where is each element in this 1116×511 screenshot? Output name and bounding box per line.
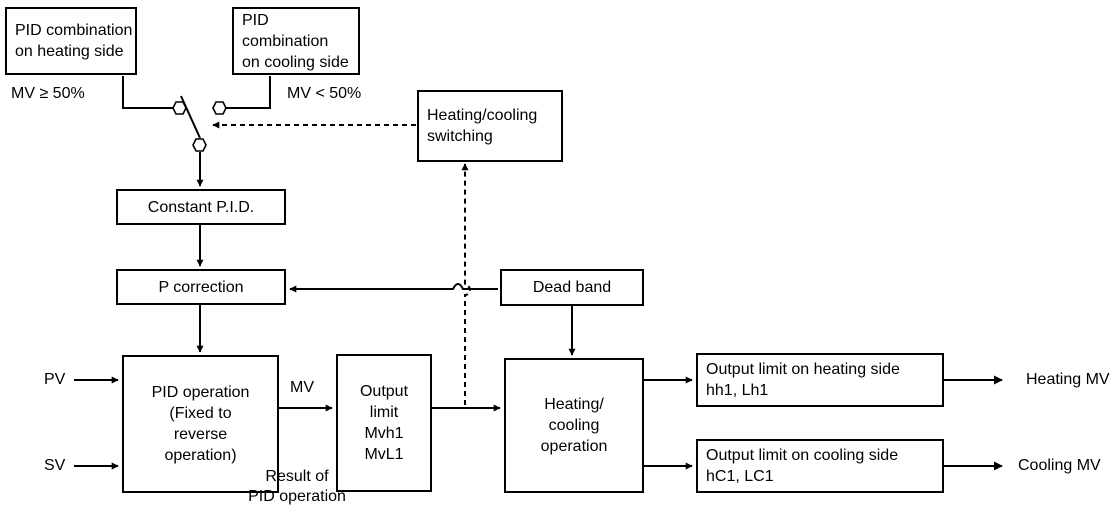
heating-mv-label: Heating MV xyxy=(1026,371,1110,388)
dead-band-block: Dead band xyxy=(500,269,644,306)
pv-label: PV xyxy=(44,371,66,388)
cooling-contact xyxy=(212,101,227,115)
cooling-combination-wire xyxy=(220,76,271,109)
common-contact xyxy=(192,138,207,152)
mv-low-label: MV < 50% xyxy=(287,85,362,102)
mv-to-switching-dashed xyxy=(461,163,471,405)
heating-combination-wire xyxy=(122,76,178,109)
sv-label: SV xyxy=(44,457,66,474)
deadband-to-pcorrection-arrow xyxy=(289,283,498,293)
cooling-mv-label: Cooling MV xyxy=(1018,457,1101,474)
heating-contact xyxy=(172,101,187,115)
p-correction-block: P correction xyxy=(116,269,286,305)
constant-pid-block: Constant P.I.D. xyxy=(116,189,286,225)
mv-label: MV xyxy=(290,379,314,396)
mv-high-label: MV ≥ 50% xyxy=(11,85,85,102)
